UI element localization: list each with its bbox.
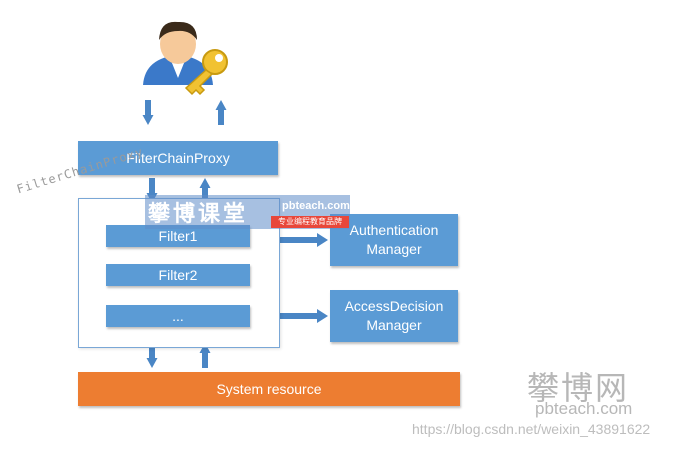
- system-resource-box: System resource: [78, 372, 460, 406]
- access-decision-manager-box: AccessDecision Manager: [330, 290, 458, 342]
- user-with-key-icon: [143, 21, 228, 96]
- watermark-site-name: 攀博网: [527, 370, 630, 406]
- watermark-badge-text: 攀博课堂: [148, 201, 249, 226]
- bidirectional-arrow: [256, 309, 328, 323]
- filter-label: Filter1: [158, 227, 198, 244]
- watermark-badge-tag: 专业编程教育品牌: [271, 216, 349, 228]
- access-decision-manager-label: AccessDecision Manager: [344, 298, 444, 333]
- watermark-url: https://blog.csdn.net/weixin_43891622: [412, 421, 651, 437]
- authentication-manager-label: Authentication Manager: [349, 222, 439, 257]
- filter-label: Filter2: [158, 266, 198, 283]
- up-arrow: [215, 100, 227, 125]
- bidirectional-arrow: [256, 233, 328, 247]
- filter-label: ...: [172, 307, 184, 324]
- filter-chain-proxy-label: FilterChainProxy: [126, 149, 230, 166]
- watermark-badge-domain: pbteach.com: [282, 200, 350, 212]
- up-arrow: [199, 343, 211, 368]
- down-arrow: [146, 343, 158, 368]
- filter-box-1: Filter1: [106, 225, 250, 247]
- filter-box-more: ...: [106, 305, 250, 327]
- filter-chain-proxy-box: FilterChainProxy: [78, 141, 278, 175]
- authentication-manager-box: Authentication Manager: [330, 214, 458, 266]
- down-arrow: [142, 100, 154, 125]
- system-resource-label: System resource: [216, 380, 322, 397]
- filter-box-2: Filter2: [106, 264, 250, 286]
- watermark-site-domain: pbteach.com: [535, 399, 633, 418]
